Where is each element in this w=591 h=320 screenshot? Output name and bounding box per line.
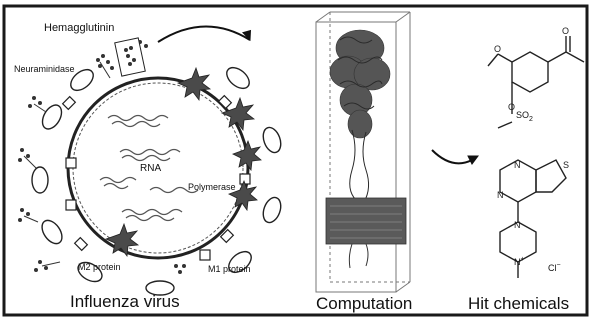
hit-chemicals-diagram (432, 36, 584, 278)
n-label: N (514, 160, 521, 170)
o-label: O (562, 26, 569, 36)
protein-structure (330, 30, 390, 138)
s-label: S (563, 160, 569, 170)
n-label: N (497, 190, 504, 200)
molecule-1-ring (512, 52, 548, 92)
neuraminidase-label: Neuraminidase (14, 64, 75, 74)
computation-diagram (316, 12, 410, 292)
rna-label: RNA (140, 163, 161, 174)
arrow-computation-to-hits (432, 150, 472, 163)
o-label: O (494, 44, 501, 54)
nh-plus-label: N+ (514, 256, 525, 267)
chloride-label: Cl− (548, 262, 561, 273)
lipid-membrane (326, 198, 406, 244)
n-label: N (514, 220, 521, 230)
arrow-virus-to-computation (158, 26, 250, 42)
m1-protein-label: M1 protein (208, 264, 251, 274)
caption-hit-chemicals: Hit chemicals (468, 294, 569, 314)
hemagglutinin-label: Hemagglutinin (44, 22, 114, 34)
caption-influenza-virus: Influenza virus (70, 292, 180, 312)
o-label: O (508, 102, 515, 112)
molecule-2-ring-b (536, 160, 566, 192)
caption-computation: Computation (316, 294, 412, 314)
m2-protein-label: M2 protein (78, 262, 121, 272)
so2-label: SO2 (516, 110, 533, 123)
polymerase-label: Polymerase (188, 182, 236, 192)
